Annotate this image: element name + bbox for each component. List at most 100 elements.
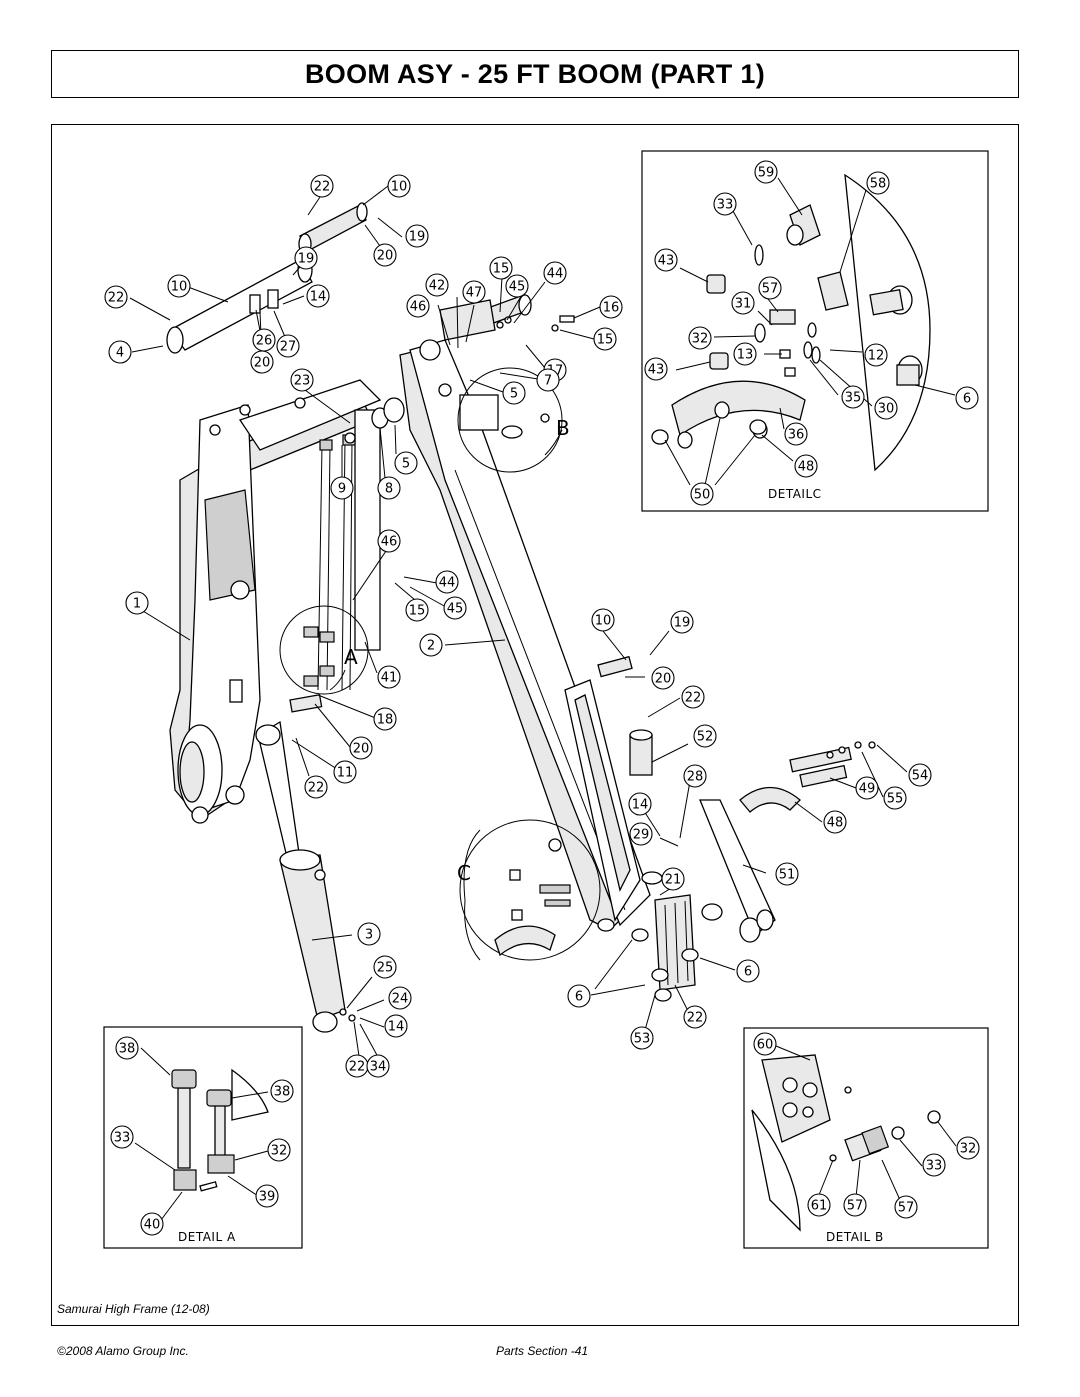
callout-bubble <box>349 736 373 760</box>
callout-main-6: 6 <box>736 959 760 983</box>
callout-number: 12 <box>868 349 885 364</box>
detail-c-box <box>641 150 989 512</box>
detail-b-circle <box>457 367 563 473</box>
detail-a-box <box>103 1026 303 1249</box>
callout-number: 7 <box>544 374 552 389</box>
callout-number: 42 <box>429 279 446 294</box>
callout-number: 24 <box>392 992 409 1007</box>
callout-bubble <box>443 596 467 620</box>
pivot-pin-parts <box>294 294 575 473</box>
callout-main-7: 7 <box>536 368 560 392</box>
callout-bubble <box>502 381 526 405</box>
callout-number: 10 <box>171 280 188 295</box>
callout-number: 22 <box>687 1011 704 1026</box>
callout-bubble <box>536 368 560 392</box>
callout-main-19: 19 <box>294 246 318 270</box>
callout-number: 10 <box>391 180 408 195</box>
callout-number: 14 <box>388 1020 405 1035</box>
leader-lines <box>129 177 957 1221</box>
callout-number: 34 <box>370 1060 387 1075</box>
callout-main-54: 54 <box>908 763 932 787</box>
callout-main-15: 15 <box>489 256 513 280</box>
detail-b-box <box>743 1027 989 1249</box>
callout-number: 57 <box>898 1201 915 1216</box>
callout-bubble <box>628 792 652 816</box>
callout-main-20: 20 <box>373 243 397 267</box>
callout-main-5: 5 <box>502 381 526 405</box>
callout-number: 48 <box>827 816 844 831</box>
callout-main-22: 22 <box>304 775 328 799</box>
callout-number: 21 <box>665 873 682 888</box>
callout-number: 6 <box>575 990 583 1005</box>
detail-c-circle <box>459 819 601 961</box>
callout-bubble <box>489 256 513 280</box>
callout-main-45: 45 <box>443 596 467 620</box>
callout-bubble <box>731 291 755 315</box>
callout-main-11: 11 <box>333 760 357 784</box>
diagram-caption: Samurai High Frame (12-08) <box>57 1302 210 1316</box>
callout-number: 5 <box>402 457 410 472</box>
callout-bubble <box>644 357 668 381</box>
callout-bubble <box>855 776 879 800</box>
callout-main-22: 22 <box>683 1005 707 1029</box>
callout-main-55: 55 <box>883 786 907 810</box>
callout-detail-b-32: 32 <box>956 1136 980 1160</box>
diagram-frame <box>51 124 1019 1326</box>
callout-main-18: 18 <box>373 707 397 731</box>
callout-number: 48 <box>798 460 815 475</box>
callout-detail-c-43: 43 <box>654 248 678 272</box>
detail-a-label: DETAIL A <box>178 1230 236 1244</box>
callout-number: 32 <box>960 1142 977 1157</box>
callout-number: 22 <box>349 1060 366 1075</box>
callout-number: 15 <box>597 333 614 348</box>
callout-number: 18 <box>377 713 394 728</box>
callout-number: 13 <box>737 348 754 363</box>
callout-bubble <box>683 1005 707 1029</box>
callout-main-44: 44 <box>435 570 459 594</box>
callout-bubble <box>304 775 328 799</box>
callout-number: 5 <box>510 387 518 402</box>
hose-bundle <box>279 409 381 695</box>
detail-b-contents <box>751 1054 941 1232</box>
callout-bubble <box>394 451 418 475</box>
callout-number: 38 <box>274 1085 291 1100</box>
detail-c-contents <box>651 173 931 472</box>
callout-detail-c-31: 31 <box>731 291 755 315</box>
callout-main-53: 53 <box>630 1026 654 1050</box>
callout-number: 58 <box>870 177 887 192</box>
callout-bubble <box>670 610 694 634</box>
callout-number: 29 <box>633 828 650 843</box>
callout-bubble <box>681 685 705 709</box>
callout-bubble <box>330 476 354 500</box>
callout-bubble <box>104 285 128 309</box>
callout-bubble <box>956 1136 980 1160</box>
callout-number: 33 <box>926 1159 943 1174</box>
callout-number: 44 <box>547 267 564 282</box>
callout-number: 20 <box>655 672 672 687</box>
callout-main-10: 10 <box>167 274 191 298</box>
callout-main-29: 29 <box>629 822 653 846</box>
callout-number: 38 <box>119 1042 136 1057</box>
callout-main-47: 47 <box>462 280 486 304</box>
callout-bubble <box>115 1036 139 1060</box>
callout-number: 15 <box>493 262 510 277</box>
footer-copyright: ©2008 Alamo Group Inc. <box>57 1344 189 1358</box>
callout-number: 33 <box>114 1131 131 1146</box>
callout-number: 4 <box>116 346 124 361</box>
callout-number: 19 <box>409 230 426 245</box>
callout-number: 16 <box>603 301 620 316</box>
callout-bubble <box>688 326 712 350</box>
callout-number: 11 <box>337 766 354 781</box>
callout-bubble <box>784 422 808 446</box>
callout-bubble <box>661 867 685 891</box>
detail-a-contents <box>171 1068 269 1192</box>
callout-number: 50 <box>694 488 711 503</box>
callout-bubble <box>654 248 678 272</box>
callout-bubble <box>567 984 591 1008</box>
callout-main-24: 24 <box>388 986 412 1010</box>
callout-main-4: 4 <box>108 340 132 364</box>
callout-bubble <box>955 386 979 410</box>
callout-bubble <box>683 764 707 788</box>
callout-main-2: 2 <box>419 633 443 657</box>
